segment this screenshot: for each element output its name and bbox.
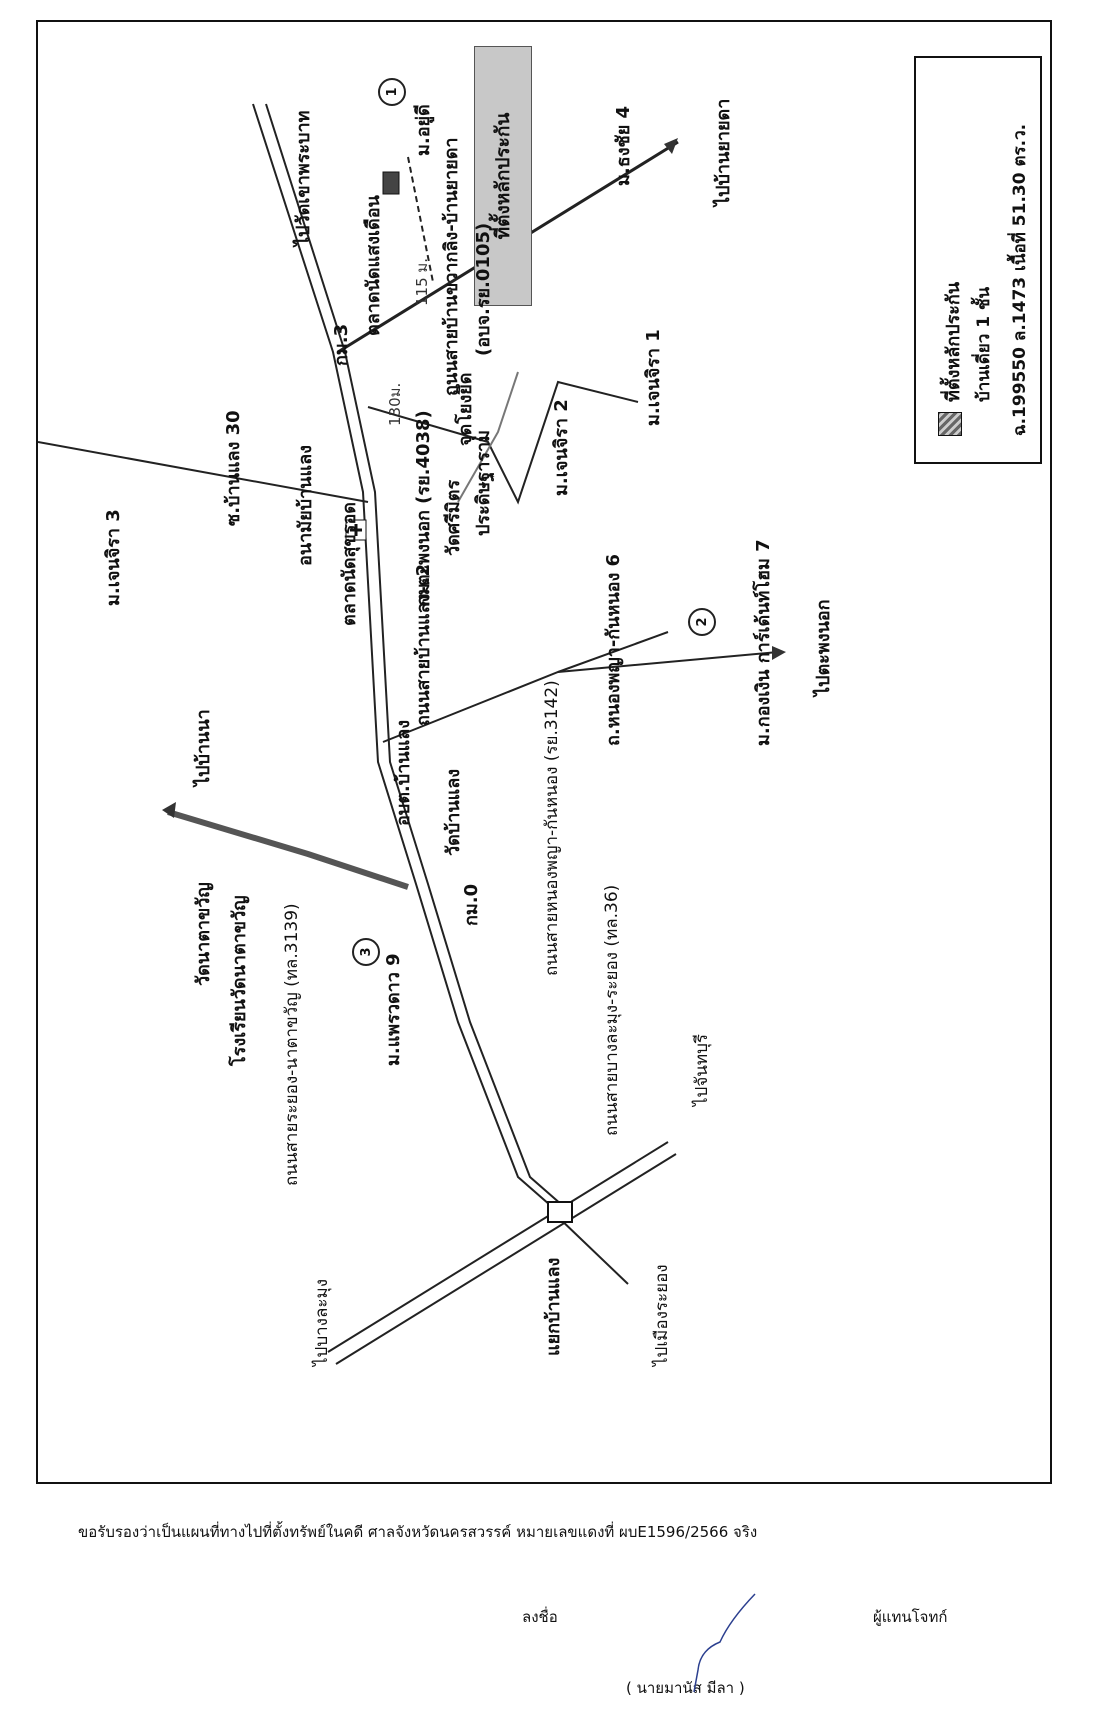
arrow-yaida-icon — [664, 138, 678, 154]
label-soi-30: ซ.บ้านแลง 30 — [223, 410, 244, 526]
road-jenjira — [367, 380, 639, 505]
label-chanthaburi: ไปจันทบุรี — [692, 1033, 712, 1106]
label-km3: กม.3 — [331, 323, 352, 366]
pin-3: 3 — [352, 938, 380, 966]
label-anamai: อนามัยบ้านแลง — [295, 445, 316, 566]
label-mueang-rayong: ไปเมืองระยอง — [652, 1264, 672, 1366]
label-pradit: ประดิษฐาราม — [473, 430, 494, 536]
stream — [457, 371, 519, 503]
label-road-rayong-natakhwan: ถนนสายระยอง-นาตาขวัญ (ทล.3139) — [282, 903, 302, 1186]
role-label: ผู้แทนโจทก์ — [873, 1608, 948, 1626]
label-market-sukrod: ตลาดนัดสุขรอด — [339, 502, 360, 626]
main-road-edge — [265, 103, 571, 1213]
rotated-map-labels: ที่ตั้งหลักประกัน บ้านเดี่ยว 1 ชั้น ฉ.19… — [38, 22, 1050, 1482]
label-dist-115: 115 ม. — [413, 257, 431, 306]
road-soi-30 — [38, 441, 369, 503]
label-wat-sirimit: วัดศรีมิตร — [443, 479, 464, 556]
signature-mark — [693, 1593, 756, 1693]
label-ban-yaida: ไปบ้านยายดา — [713, 98, 734, 206]
map-frame: ที่ตั้งหลักประกัน บ้านเดี่ยว 1 ชั้น ฉ.19… — [36, 20, 1052, 1484]
health-center-icon — [345, 519, 367, 541]
main-road — [252, 103, 559, 1213]
label-road-nongphaya: ถ.หนองพญา-กันหนอง 6 — [603, 553, 624, 746]
legend: ที่ตั้งหลักประกัน บ้านเดี่ยว 1 ชั้น ฉ.19… — [914, 56, 1042, 464]
pin-2: 2 — [688, 608, 716, 636]
label-bang-lamung: ไปบางละมุง — [312, 1278, 332, 1366]
legend-swatch-icon — [938, 412, 962, 436]
label-wat-khao-phrabat: ไปวัดเขาพระบาท — [293, 110, 314, 246]
label-road-banlaeng: ถนนสายบ้านแลง-ตะพงนอก (รย.4038) — [413, 410, 434, 726]
road-property — [407, 156, 434, 283]
highway-36 — [327, 1141, 669, 1353]
arrow-tapong-icon — [772, 646, 786, 660]
road-nongphaya — [557, 631, 669, 673]
certification-text: ขอรับรองว่าเป็นแผนที่ทางไปที่ตั้งทรัพย์ใ… — [78, 1523, 758, 1541]
highway-36-edge — [335, 1153, 677, 1365]
pin-1: 1 — [378, 78, 406, 106]
label-school-natakhwan: โรงเรียนวัดนาตาขวัญ — [229, 895, 250, 1066]
label-wat-banlaeng: วัดบ้านแลง — [443, 768, 464, 856]
road-network — [38, 103, 786, 1365]
label-road-nongphaya-kanhnong: ถนนสายหนองพญา-กันหนอง (รย.3142) — [542, 680, 562, 976]
arrow-ban-na-icon — [162, 802, 176, 818]
signer-name: ( นายมานัส มีลา ) — [626, 1679, 745, 1697]
label-dist-130: 130ม. — [386, 382, 404, 426]
label-obt-banlaeng: อบต.บ้านแลง — [393, 719, 414, 826]
intersection-box — [547, 1201, 573, 1223]
property-marker — [382, 171, 400, 195]
label-yaek-banlaeng: แยกบ้านแลง — [543, 1257, 564, 1356]
legend-line2: บ้านเดี่ยว 1 ชั้น — [974, 286, 994, 402]
label-wat-natakhwan: วัดนาตาขวัญ — [193, 882, 214, 986]
label-m-jenjira1: ม.เจนจิรา 1 — [643, 329, 664, 426]
label-road-khwaokling-code: (อบจ.รย.0105) — [473, 222, 494, 356]
label-m-thongchai4: ม.ธงชัย 4 — [613, 105, 634, 186]
sign-label: ลงชื่อ — [522, 1608, 558, 1626]
label-road-bangsamung: ถนนสายบางละมุง-ระยอง (ทล.36) — [602, 884, 622, 1136]
label-m-jenjira3: ม.เจนจิรา 3 — [103, 509, 124, 606]
legend-line3: ฉ.199550 ล.1473 เนื้อที่ 51.30 ตร.ว. — [1010, 123, 1030, 436]
legend-title: ที่ตั้งหลักประกัน — [943, 281, 964, 402]
label-m-phraodao: ม.แพรวดาว 9 — [383, 953, 404, 1066]
label-km0: กม.0 — [461, 883, 482, 926]
label-ban-na: ไปบ้านนา — [193, 709, 214, 786]
road-ban-na — [167, 809, 409, 890]
label-m-jenjira2: ม.เจนจิรา 2 — [551, 399, 572, 496]
label-m-yudee: ม.อยู่ดี — [413, 104, 434, 156]
road-mueang-rayong — [557, 1216, 629, 1285]
label-tapong-nok: ไปตะพงนอก — [813, 599, 834, 696]
label-market-saengduan: ตลาดนัดแสงเดือน — [363, 195, 384, 336]
label-road-khwaokling: ถนนสายบ้านขวากลิง-บ้านยายดา — [441, 137, 462, 396]
label-m-kongngoen: ม.กองเงิน การ์เด้นท์โฮม 7 — [753, 539, 774, 746]
